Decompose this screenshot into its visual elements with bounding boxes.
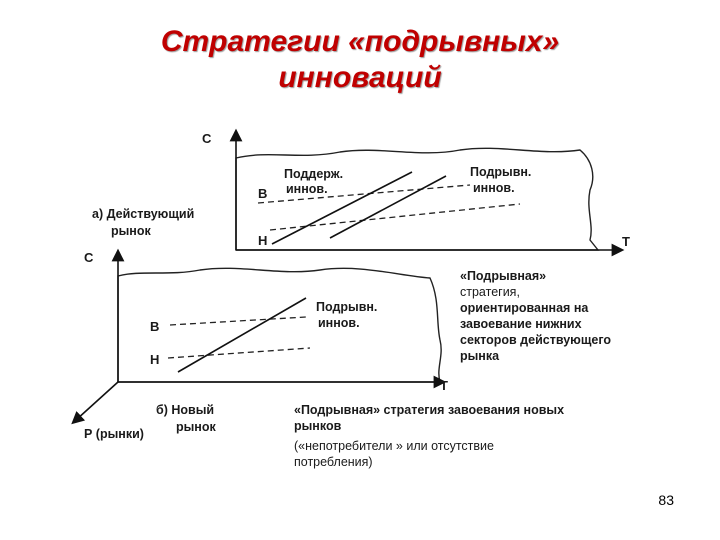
note-existing-market: «Подрывная» стратегия, ориентированная н…	[460, 269, 611, 363]
top-high-label: В	[258, 186, 267, 201]
p-axis	[71, 381, 119, 425]
bottom-y-axis-label: С	[84, 250, 94, 265]
top-x-axis-label: Т	[622, 234, 630, 249]
top-high-level	[257, 184, 471, 204]
top-disruptive-label-1: Подрывн.	[470, 165, 531, 179]
bottom-chart-paper	[117, 267, 442, 383]
bottom-side-label-1: б) Новый	[156, 403, 214, 417]
bottom-chart: С Т В Н Подрывн. иннов. б) Новый рынок Р…	[71, 248, 448, 441]
top-chart: С Т В Н Поддерж. иннов. Подрывн. иннов. …	[92, 128, 630, 257]
top-low-level	[269, 203, 521, 231]
note-right-line-6: рынка	[460, 349, 500, 363]
bottom-high-label: В	[150, 319, 159, 334]
top-chart-paper	[235, 147, 600, 251]
note-right-line-5: секторов действующего	[460, 333, 611, 347]
bottom-high-level	[169, 316, 307, 326]
note-bottom-line-3: («непотребители » или отсутствие	[294, 439, 494, 453]
top-sustaining-label-1: Поддерж.	[284, 167, 343, 181]
p-axis-label: Р (рынки)	[84, 427, 144, 441]
bottom-low-level	[167, 347, 311, 359]
slide-title: Стратегии «подрывных» инноваций	[0, 24, 720, 96]
note-right-line-3: ориентированная на	[460, 301, 589, 315]
top-disruptive-label-2: иннов.	[473, 181, 515, 195]
top-side-label-2: рынок	[111, 224, 151, 238]
note-right-line-1: «Подрывная»	[460, 269, 546, 283]
note-bottom-line-2: рынков	[294, 419, 342, 433]
note-bottom-line-4: потребления)	[294, 455, 373, 469]
title-line-1: Стратегии «подрывных»	[160, 25, 560, 58]
note-right-line-4: завоевание нижних	[460, 317, 582, 331]
top-y-axis-label: С	[202, 131, 212, 146]
title-line-2: инноваций	[278, 61, 442, 94]
page-number: 83	[658, 492, 674, 508]
top-disruptive-line	[329, 175, 447, 239]
note-new-market: «Подрывная» стратегия завоевания новых р…	[294, 403, 564, 469]
bottom-disruptive-line	[177, 297, 307, 373]
top-sustaining-line	[271, 171, 413, 245]
bottom-low-label: Н	[150, 352, 159, 367]
note-bottom-line-1: «Подрывная» стратегия завоевания новых	[294, 403, 564, 417]
top-low-label: Н	[258, 233, 267, 248]
top-sustaining-label-2: иннов.	[286, 182, 328, 196]
note-right-line-2: стратегия,	[460, 285, 520, 299]
top-side-label-1: а) Действующий	[92, 207, 194, 221]
bottom-side-label-2: рынок	[176, 420, 216, 434]
bottom-x-axis-label: Т	[440, 378, 448, 393]
bottom-disruptive-label-1: Подрывн.	[316, 300, 377, 314]
bottom-disruptive-label-2: иннов.	[318, 316, 360, 330]
